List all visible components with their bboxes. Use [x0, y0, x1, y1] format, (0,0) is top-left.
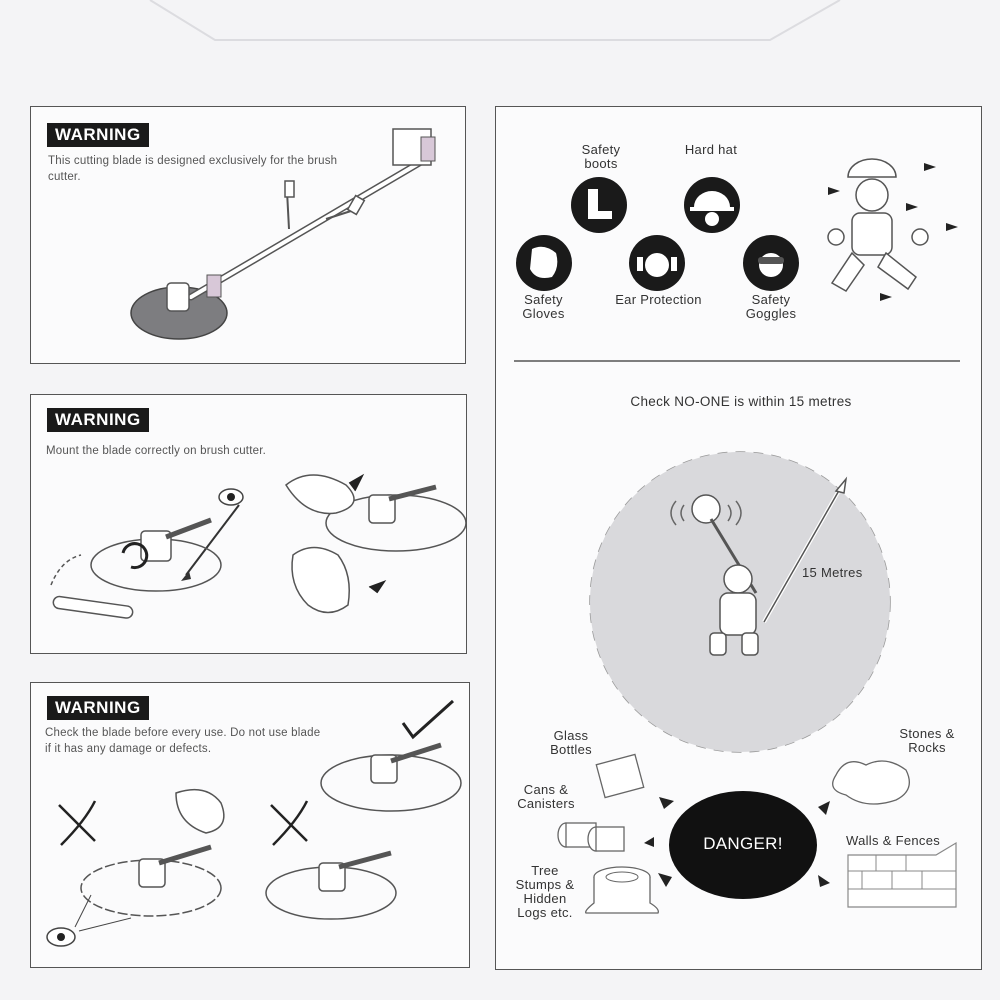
- glass-bottles-icon: [595, 753, 645, 799]
- ppe-label-goggles: Safety Goggles: [745, 292, 797, 321]
- ppe-label-gloves: Safety Gloves: [522, 292, 565, 321]
- hazard-glass-label: Glass Bottles: [550, 728, 592, 757]
- warning-text: Check the blade before every use. Do not…: [45, 727, 321, 755]
- danger-label: DANGER!: [703, 834, 783, 853]
- warning-badge: WARNING: [47, 123, 149, 147]
- danger-oval: [669, 791, 817, 899]
- warning-text: Mount the blade correctly on brush cutte…: [46, 445, 266, 457]
- brush-cutter-illustration: [130, 128, 436, 340]
- panel-blade-mounting: WARNING Mount the blade correctly on bru…: [30, 394, 467, 654]
- safety-goggles-icon: [743, 235, 799, 291]
- ear-protection-icon: [629, 235, 685, 291]
- mounting-illustration: [50, 473, 467, 619]
- warning-badge: WARNING: [47, 696, 149, 720]
- warning-badge: WARNING: [47, 408, 149, 432]
- walls-icon: [847, 841, 957, 908]
- ppe-label-boots: Safety boots: [581, 142, 621, 171]
- stones-icon: [832, 760, 910, 805]
- ppe-label-ear: Ear Protection: [615, 292, 702, 307]
- tree-stump-icon: [585, 866, 659, 914]
- safety-boots-icon: [571, 177, 627, 233]
- hazard-stumps-label: Tree Stumps & Hidden Logs etc.: [515, 863, 575, 920]
- check-icon: [401, 699, 455, 740]
- safety-gloves-icon: [516, 235, 572, 291]
- ppe-icons: [514, 158, 960, 362]
- paper-fold: [149, 0, 841, 41]
- warning-text: This cutting blade is designed exclusive…: [48, 155, 338, 183]
- danger-hazard-diagram: [557, 753, 957, 914]
- hard-hat-icon: [684, 177, 740, 233]
- safety-zone-diagram: [589, 451, 891, 753]
- hazard-cans-label: Cans & Canisters: [517, 782, 575, 811]
- panel-blade-compatibility: WARNING This cutting blade is designed e…: [30, 106, 466, 364]
- zone-heading: Check NO-ONE is within 15 metres: [630, 394, 852, 409]
- inspection-illustration: [46, 699, 462, 947]
- cross-icon: [58, 800, 97, 846]
- panel-safety-precautions: Safety boots Hard hat Safety Gloves Ear …: [495, 106, 982, 970]
- cans-icon: [557, 822, 625, 852]
- hazard-walls-label: Walls & Fences: [846, 833, 941, 848]
- hazard-stones-label: Stones & Rocks: [899, 726, 955, 755]
- cross-icon: [270, 800, 309, 846]
- panel-blade-inspection: WARNING Check the blade before every use…: [30, 682, 470, 968]
- worker-illustration: [827, 158, 958, 301]
- ppe-label-hat: Hard hat: [684, 142, 738, 157]
- zone-radius-label: 15 Metres: [802, 565, 863, 580]
